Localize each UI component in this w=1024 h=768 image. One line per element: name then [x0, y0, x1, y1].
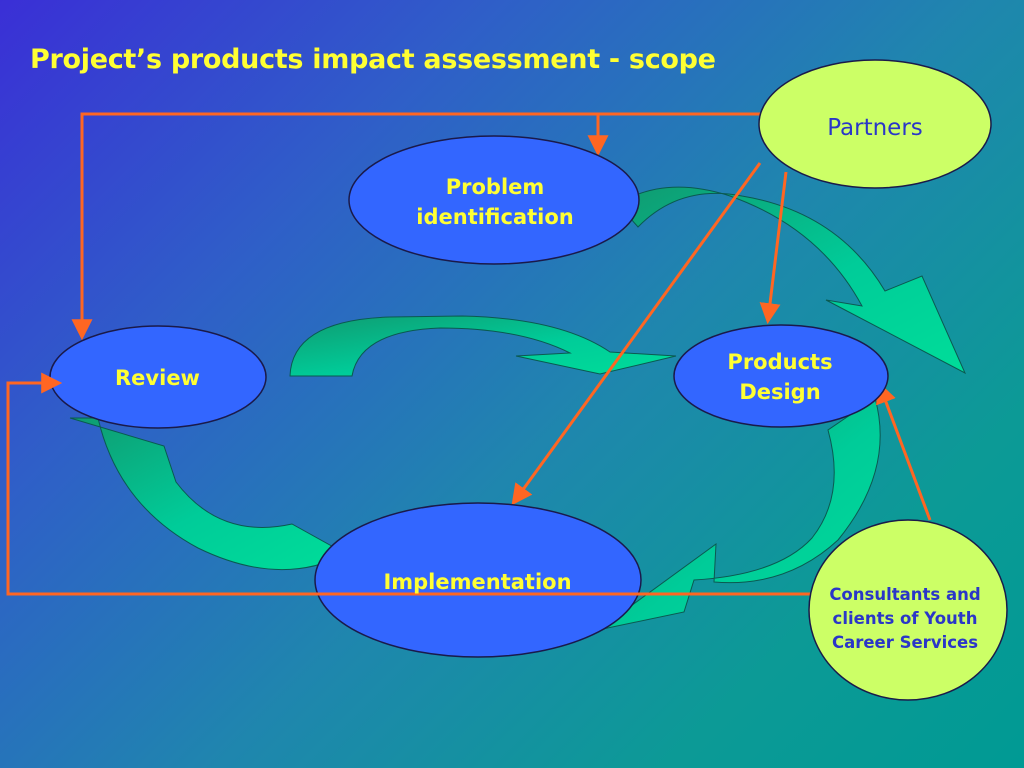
partners-label: Partners	[827, 115, 923, 141]
cycle-arrow-review-to-problem	[289, 315, 677, 377]
node-implementation	[314, 502, 642, 658]
cycle-arrow-design-to-implementation	[597, 397, 881, 631]
implementation-label: Implementation	[383, 570, 572, 594]
cycle-arrow-problem-to-design	[617, 186, 967, 375]
node-problem-identification	[348, 135, 640, 265]
products-design-label: Products Design	[727, 350, 833, 404]
problem-identification-label: Problem identification	[416, 175, 574, 229]
node-products-design	[673, 324, 889, 428]
connector-partners-to-review	[71, 112, 760, 341]
page-title: Project’s products impact assessment - s…	[30, 44, 716, 75]
review-label: Review	[115, 366, 200, 390]
connector-consultants-to-products-design	[876, 382, 932, 521]
connector-consultants-to-review	[6, 372, 810, 596]
connector-partners-to-implementation	[511, 162, 762, 506]
node-partners	[758, 59, 992, 189]
cycle-arrow-implementation-to-review	[69, 417, 348, 571]
node-consultants	[808, 519, 1008, 701]
consultants-label: Consultants and clients of Youth Career …	[829, 585, 981, 652]
connector-partners-to-products-design	[759, 171, 788, 325]
